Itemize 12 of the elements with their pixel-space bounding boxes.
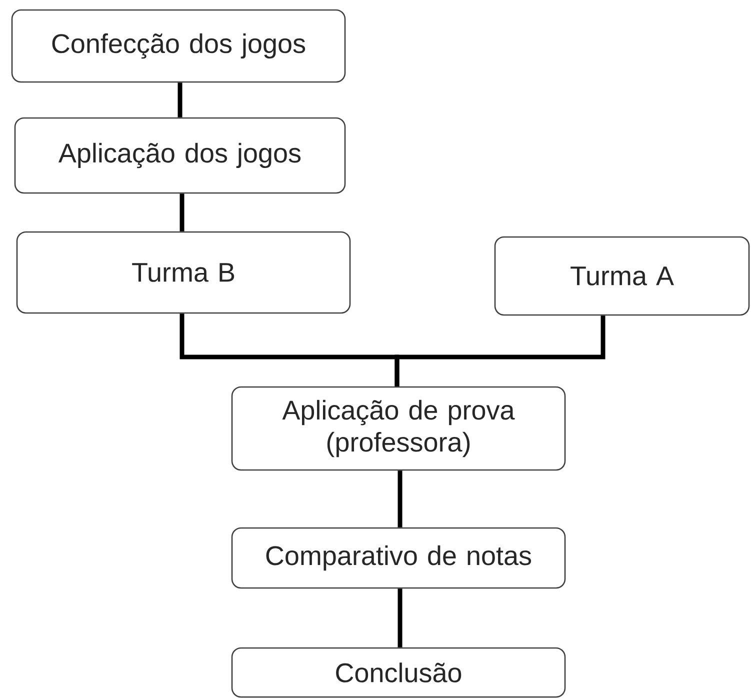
connector-line (394, 316, 606, 386)
connector-line (180, 194, 184, 232)
process-box: Aplicação de prova (professora) (231, 386, 566, 471)
connector-line (398, 470, 402, 528)
connector-line (178, 82, 182, 118)
process-box: Confecção dos jogos (11, 9, 346, 83)
process-box: Comparativo de notas (231, 527, 566, 589)
process-box: Aplicação dos jogos (14, 117, 346, 194)
process-box: Turma B (16, 231, 351, 314)
connector-line (398, 588, 402, 648)
process-box: Conclusão (231, 647, 566, 698)
process-box: Turma A (494, 236, 750, 316)
